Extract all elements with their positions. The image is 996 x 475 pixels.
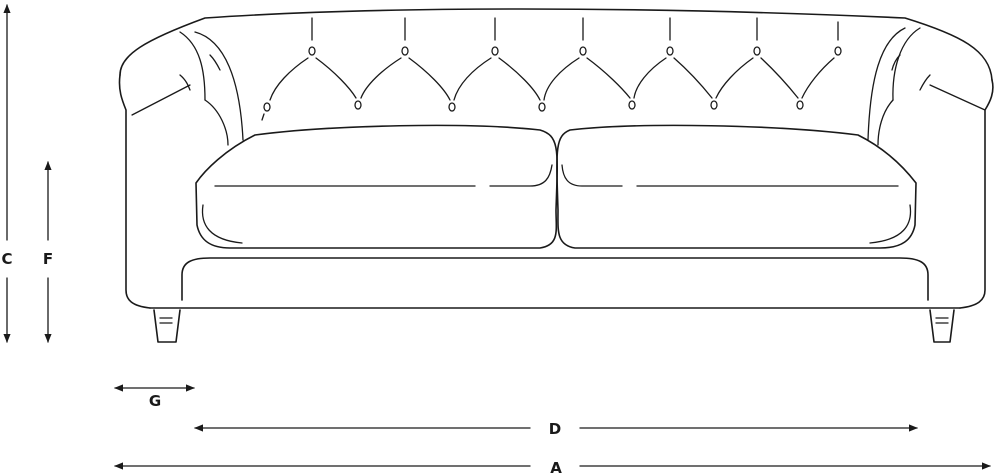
sofa-drawing: [118, 8, 994, 343]
dimension-D: D: [194, 420, 918, 438]
left-arm: [118, 74, 151, 309]
dimension-C: C: [1, 4, 13, 343]
sofa-feet: [153, 309, 955, 343]
sofa-back-outline: [119, 8, 993, 81]
dimension-label-A: A: [550, 459, 562, 475]
dimension-label-C: C: [1, 250, 12, 268]
right-seat-cushion: [556, 124, 917, 249]
dimension-label-D: D: [549, 420, 561, 438]
dimension-label-G: G: [149, 392, 161, 410]
right-arm: [959, 79, 994, 309]
tufting: [261, 17, 842, 121]
dimension-A: A: [114, 459, 991, 475]
dimension-F: F: [43, 161, 53, 343]
dimension-label-F: F: [43, 250, 53, 268]
left-seat-cushion: [195, 124, 559, 249]
dimension-G: G: [114, 384, 195, 410]
